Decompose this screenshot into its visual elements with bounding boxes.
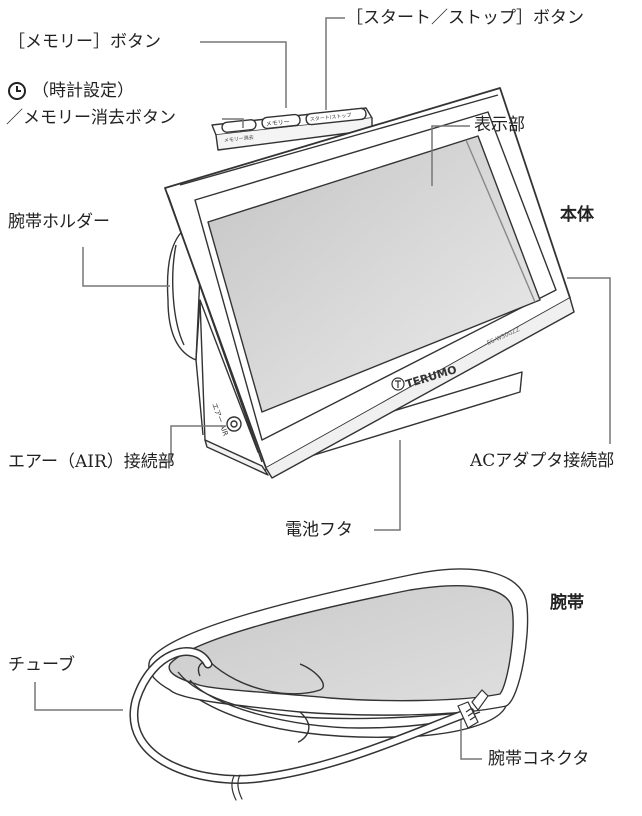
device-heading: 本体 [560, 205, 594, 225]
clock-button-print: メモリー消去 [223, 134, 254, 144]
start-stop-button-shape [305, 107, 367, 126]
leader-air [160, 425, 226, 463]
cuff-connector-part [457, 689, 489, 729]
device-unit [164, 87, 575, 479]
label-cuff-connector: 腕帯コネクタ [488, 749, 590, 769]
display-screen [207, 135, 541, 413]
brand-logo-mark [391, 377, 405, 391]
label-start-stop-button: ［スタート／ストップ］ボタン [346, 8, 584, 28]
label-display: 表示部 [474, 115, 525, 135]
label-tube: チューブ [8, 655, 75, 675]
leader-clock-button [222, 118, 244, 128]
label-air-connector: エアー（AIR）接続部 [8, 452, 175, 472]
leader-cuff-holder [82, 247, 170, 287]
label-ac-adapter: ACアダプタ接続部 [470, 451, 615, 471]
leader-battery [374, 440, 401, 531]
cuff-face [168, 585, 514, 702]
label-memory-button: ［メモリー］ボタン [8, 32, 161, 52]
leader-memory-button [200, 41, 287, 108]
leader-display [431, 125, 470, 186]
label-battery-cover: 電池フタ [285, 520, 353, 540]
label-clock-setting: （時計設定） [32, 81, 134, 101]
cuff-heading: 腕帯 [550, 593, 584, 613]
tube-drawing [129, 647, 475, 801]
label-memory-clear-button: ／メモリー消去ボタン [6, 108, 176, 128]
clock-icon [8, 82, 26, 100]
clock-memory-clear-button [221, 119, 257, 133]
start-stop-button-print: スタート/ストップ [309, 112, 351, 123]
cuff-drawing [148, 568, 529, 743]
leader-tube [34, 682, 123, 711]
memory-button-print: メモリー [265, 119, 290, 128]
memory-button-shape [261, 113, 301, 130]
leader-connector [460, 720, 482, 760]
label-cuff-holder: 腕帯ホルダー [8, 212, 110, 232]
leader-lines [34, 17, 611, 760]
leader-start-stop [325, 17, 345, 110]
leader-ac-adapter [567, 277, 611, 444]
